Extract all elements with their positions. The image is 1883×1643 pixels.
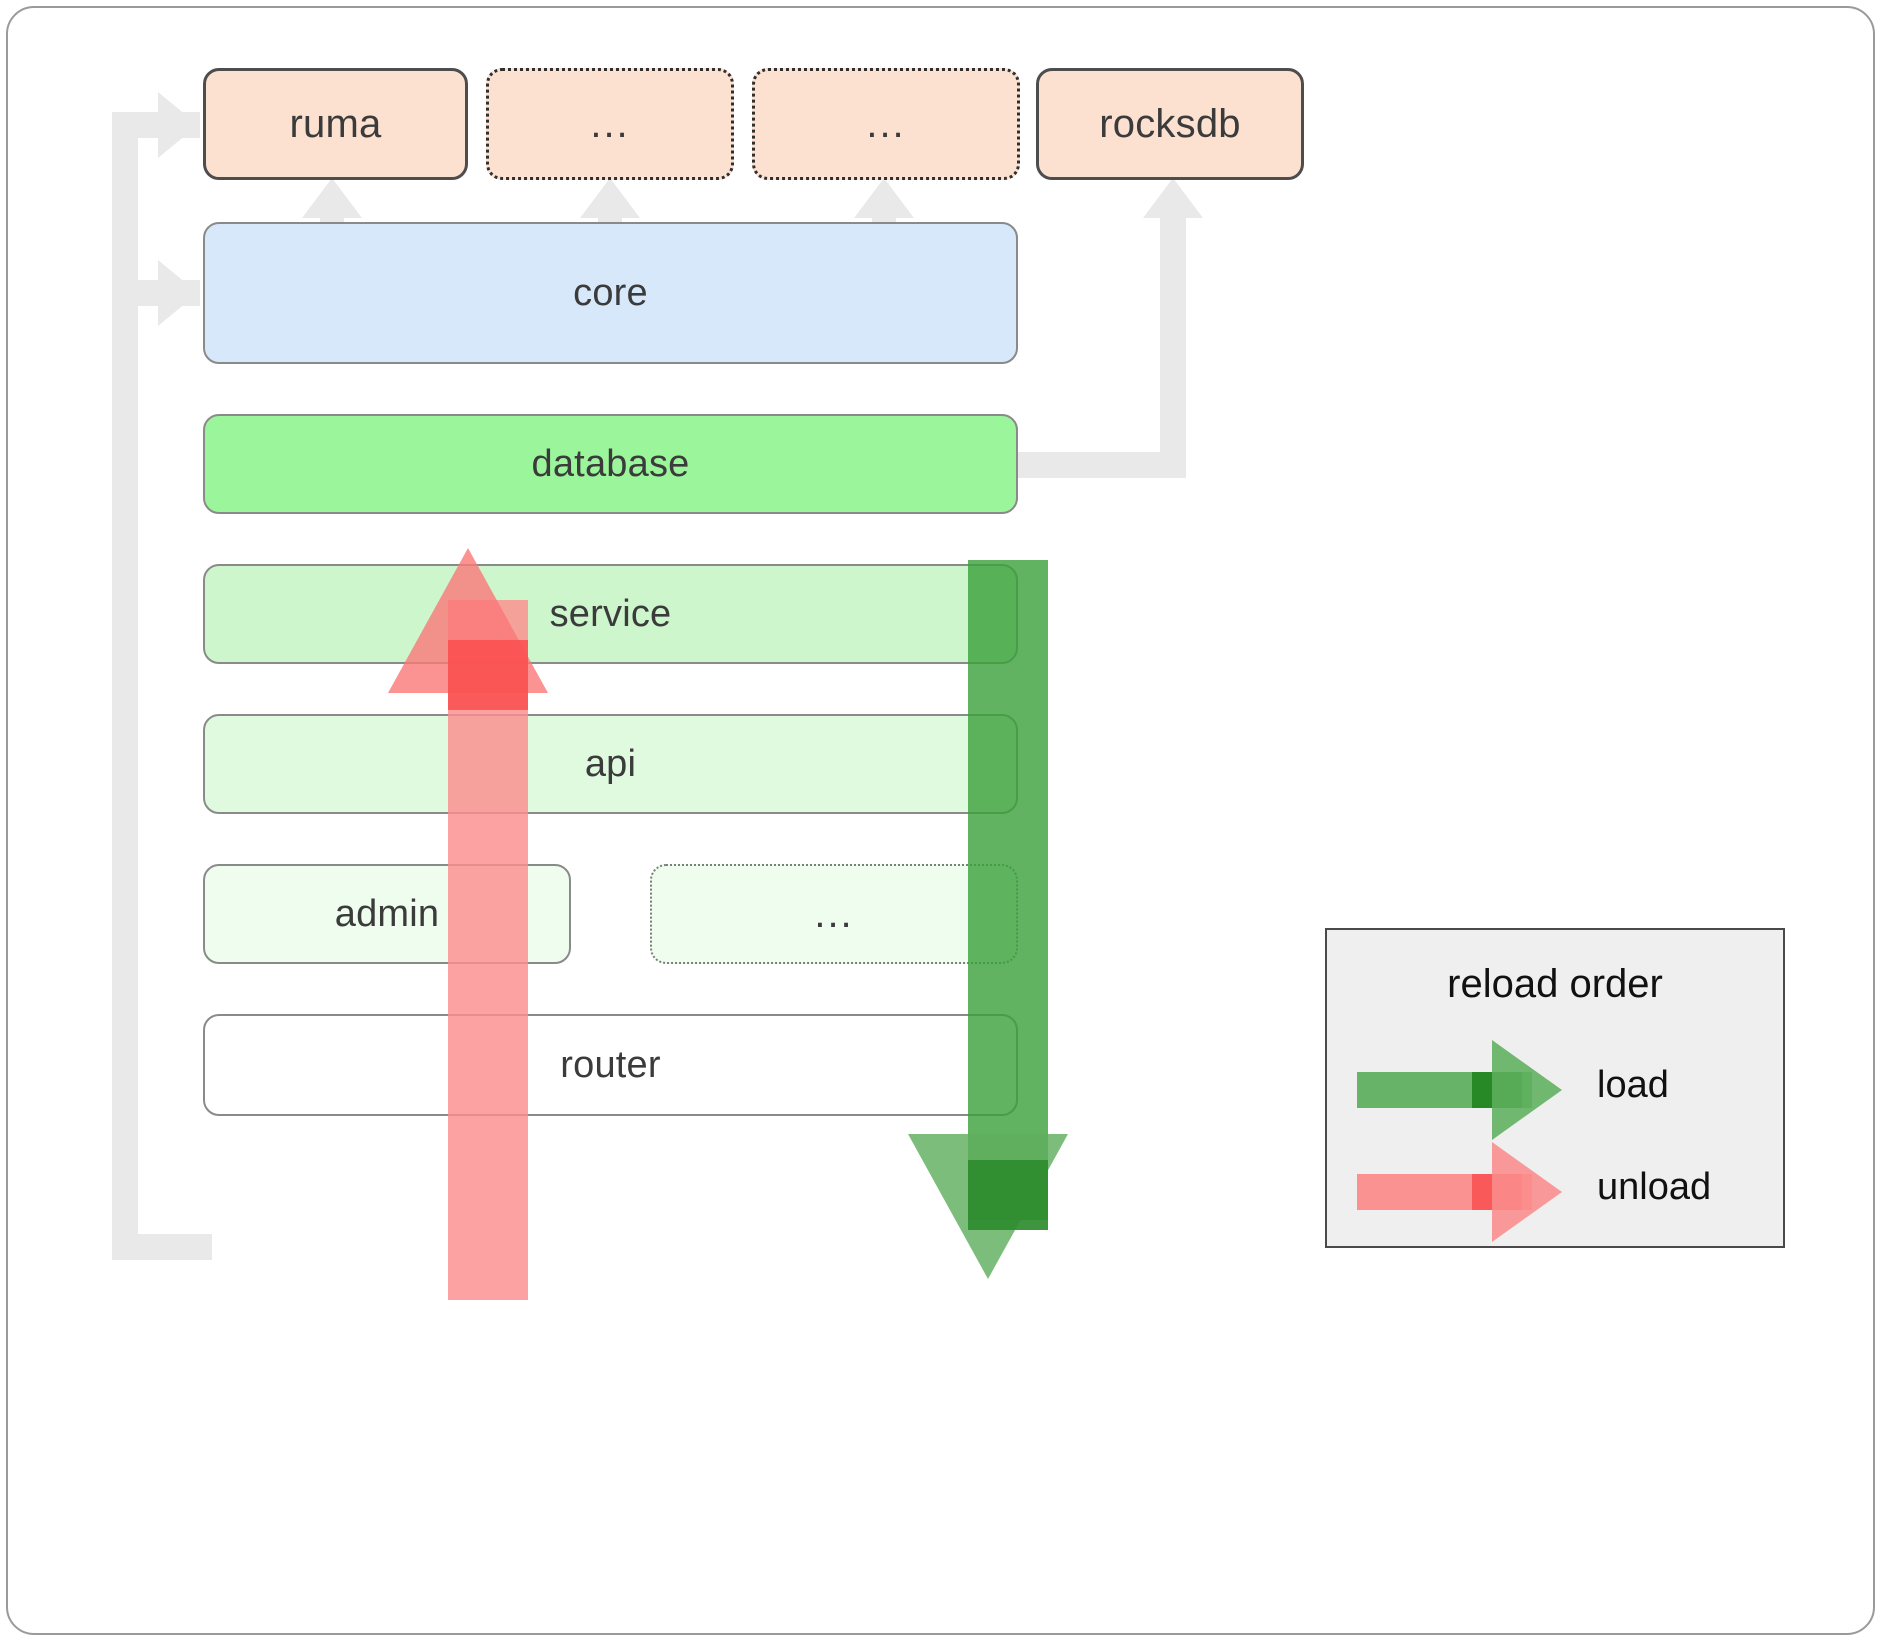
layer-box-router[interactable]: router <box>203 1014 1018 1116</box>
legend-load-arrow-head <box>1492 1040 1562 1140</box>
load-arrow-core <box>968 1160 1048 1230</box>
dependency-label-ellipsis-1: ... <box>590 102 630 146</box>
connector-core-to-dep3-arrowhead <box>854 178 914 218</box>
unload-arrow-shaft <box>448 600 528 1300</box>
layer-box-api[interactable]: api <box>203 714 1018 814</box>
dependency-label-ellipsis-2: ... <box>866 102 906 146</box>
unload-arrow-core <box>448 640 528 710</box>
layer-label-ellipsis: ... <box>814 892 854 936</box>
legend-row-unload: unload <box>1327 1142 1787 1242</box>
layer-box-database[interactable]: database <box>203 414 1018 514</box>
layer-box-service[interactable]: service <box>203 564 1018 664</box>
layer-label-api: api <box>584 742 637 785</box>
layer-box-core[interactable]: core <box>203 222 1018 364</box>
load-arrow-shaft <box>968 560 1048 1220</box>
layer-label-service: service <box>549 592 672 635</box>
dependency-box-rocksdb[interactable]: rocksdb <box>1036 68 1304 180</box>
legend-load-label: load <box>1597 1064 1669 1106</box>
connector-left-to-ruma-arrowhead <box>158 92 198 158</box>
dependency-label-ruma: ruma <box>289 101 382 146</box>
layer-box-ellipsis[interactable]: ... <box>650 864 1018 964</box>
layer-label-core: core <box>573 271 648 314</box>
connector-core-to-dep2-arrowhead <box>580 178 640 218</box>
layer-label-router: router <box>560 1043 661 1086</box>
dependency-box-ruma[interactable]: ruma <box>203 68 468 180</box>
legend-row-load: load <box>1327 1040 1787 1140</box>
legend-unload-label: unload <box>1597 1166 1712 1208</box>
connector-left-to-core-arrowhead <box>158 260 198 326</box>
connector-database-to-rocksdb-vertical <box>1160 200 1186 478</box>
legend-unload-arrow-head <box>1492 1142 1562 1242</box>
dependency-box-ellipsis-1[interactable]: ... <box>486 68 734 180</box>
legend-panel: reload order load unload <box>1325 928 1785 1248</box>
dependency-box-ellipsis-2[interactable]: ... <box>752 68 1020 180</box>
layer-label-admin: admin <box>334 892 440 935</box>
layer-label-database: database <box>531 442 690 485</box>
connector-left-to-app-horizontal <box>112 1234 212 1260</box>
connector-database-to-rocksdb-horizontal <box>1016 452 1186 478</box>
connector-core-to-ruma-arrowhead <box>302 178 362 218</box>
legend-title: reload order <box>1447 962 1663 1006</box>
connector-database-to-rocksdb-arrowhead <box>1143 178 1203 218</box>
dependency-label-rocksdb: rocksdb <box>1099 101 1241 146</box>
